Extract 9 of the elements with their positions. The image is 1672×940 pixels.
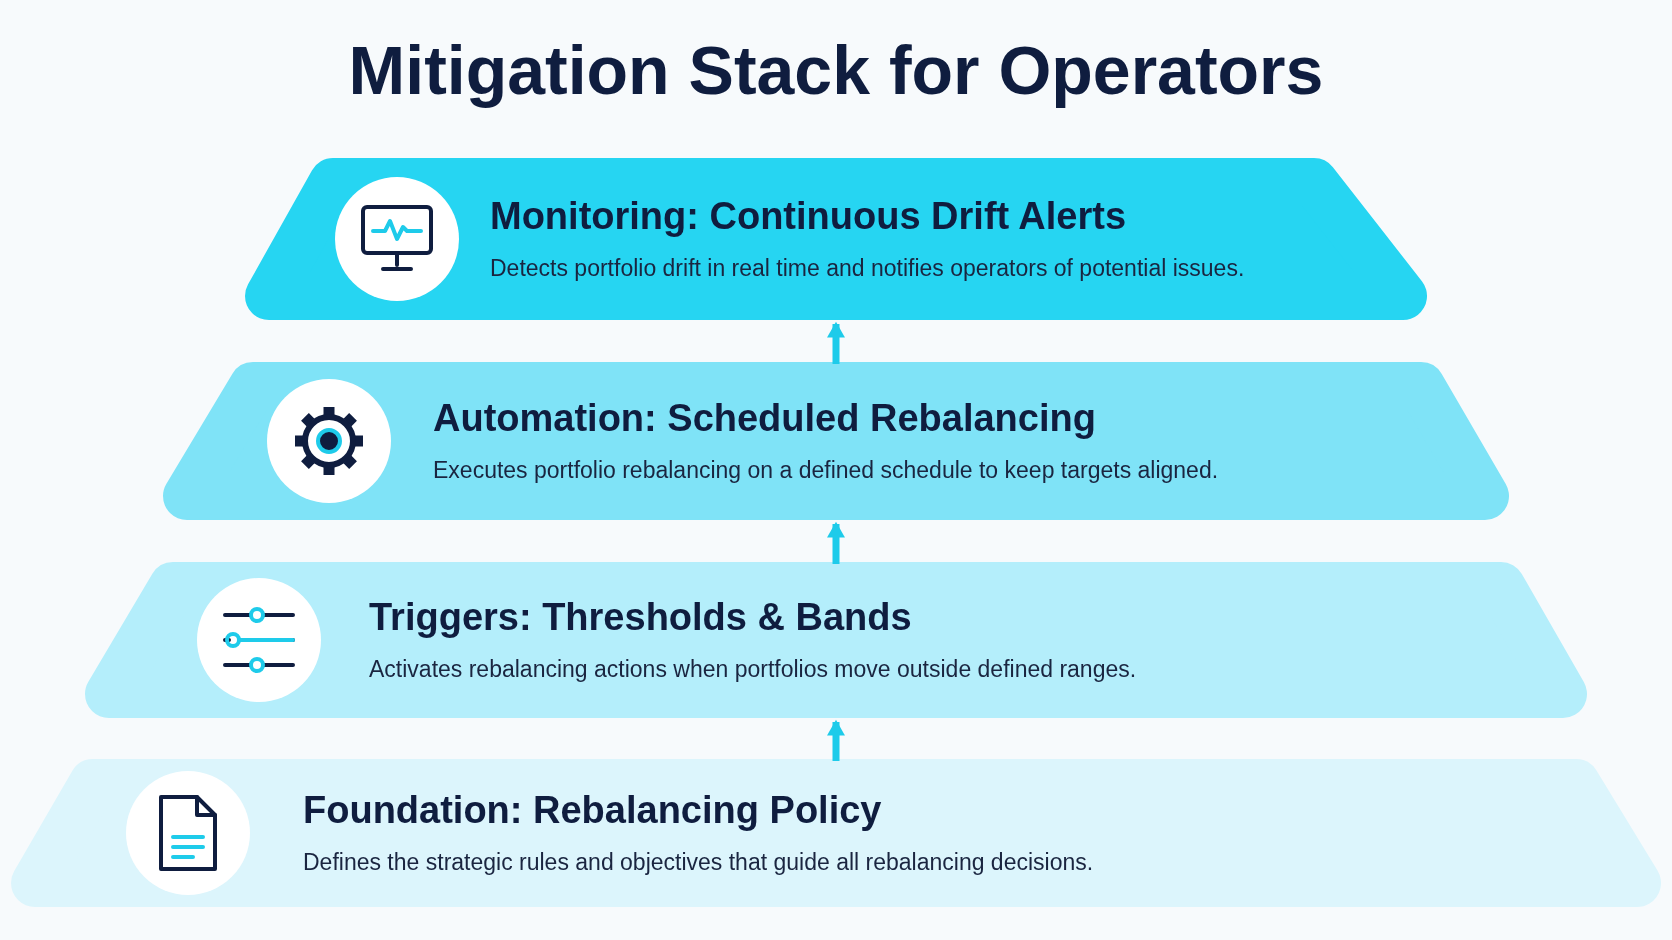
layer-description: Executes portfolio rebalancing on a defined schedule to keep targets aligned.	[433, 455, 1220, 485]
layer-heading: Foundation: Rebalancing Policy	[303, 788, 883, 834]
title: Mitigation Stack for Operators	[348, 31, 1324, 110]
layer-heading: Monitoring: Continuous Drift Alerts	[490, 194, 1128, 240]
layer-description: Activates rebalancing actions when portfolios move outside defined ranges.	[369, 654, 1138, 684]
layer-description: Detects portfolio drift in real time and notifies operators of potential issues.	[490, 253, 1246, 283]
layer-heading: Automation: Scheduled Rebalancing	[433, 396, 1097, 442]
layer-description: Defines the strategic rules and objectives that guide all rebalancing decisions.	[303, 847, 1095, 877]
layer-heading: Triggers: Thresholds & Bands	[369, 595, 913, 641]
